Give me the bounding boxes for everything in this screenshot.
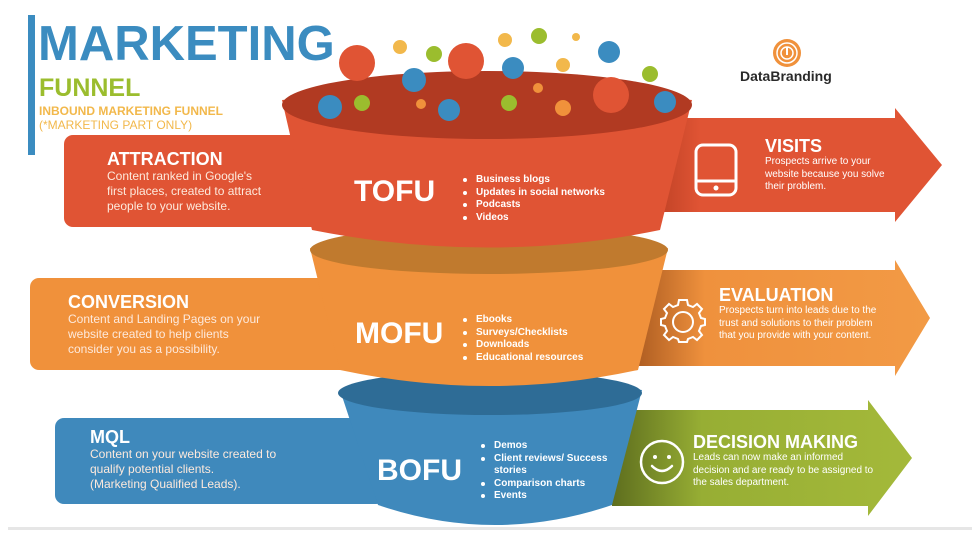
label-line: (Marketing Qualified Leads). — [90, 477, 241, 491]
page-subtitle: FUNNEL — [39, 74, 141, 102]
bofu-list: Demos Client reviews/ Success stories Co… — [478, 440, 609, 503]
logo-name: DataBranding — [740, 68, 832, 84]
label-mql: MQL Content on your website created to q… — [90, 427, 380, 492]
label-line: Content and Landing Pages on your — [68, 312, 261, 326]
list-item: Ebooks — [463, 314, 626, 327]
label-line: first places, created to attract — [107, 184, 262, 198]
page-title: MARKETING — [38, 17, 335, 71]
balls-above-funnel — [339, 28, 658, 92]
gear-icon — [660, 299, 706, 343]
list-item: Downloads — [463, 339, 626, 352]
label-conversion: CONVERSION Content and Landing Pages on … — [68, 292, 358, 357]
arrow-visits-text: VISITS Prospects arrive to your website … — [765, 136, 930, 194]
bottom-divider — [8, 527, 972, 530]
tablet-icon — [694, 143, 738, 197]
mofu-list: Ebooks Surveys/Checklists Downloads Educ… — [460, 314, 626, 364]
arrow-title: DECISION MAKING — [693, 432, 859, 452]
arrow-line: their problem. — [765, 181, 827, 192]
tagline: INBOUND MARKETING FUNNEL — [39, 104, 223, 118]
arrow-title: EVALUATION — [719, 285, 834, 305]
databranding-logo-icon — [773, 39, 801, 67]
box-conversion — [30, 278, 360, 370]
arrow-line: Prospects arrive to your — [765, 156, 871, 167]
smiley-icon — [639, 439, 685, 485]
label-line: qualify potential clients. — [90, 462, 215, 476]
arrow-line: trust and solutions to their problem — [719, 317, 873, 329]
list-item: Client reviews/ Success stories — [481, 452, 608, 476]
label-line: Content on your website created to — [90, 447, 277, 461]
arrow-line: Leads can now make an informed — [693, 452, 844, 463]
list-item: Demos — [481, 440, 609, 453]
list-item: Surveys/Checklists — [463, 327, 626, 340]
list-item: Updates in social networks — [463, 186, 605, 198]
list-item: Events — [481, 490, 609, 503]
arrow-evaluation-text: EVALUATION Prospects turn into leads due… — [719, 285, 919, 343]
balls-in-funnel — [318, 77, 676, 121]
list-item: Comparison charts — [481, 478, 609, 491]
title-accent-bar — [28, 15, 35, 155]
label-line: website created to help clients — [68, 327, 229, 341]
label-line: people to your website. — [107, 199, 231, 213]
label-attraction: ATTRACTION Content ranked in Google's fi… — [107, 149, 387, 214]
stage-mofu: MOFU — [355, 317, 444, 350]
box-mql — [55, 418, 385, 504]
list-item: Podcasts — [463, 199, 606, 212]
label-line: Content ranked in Google's — [107, 169, 253, 183]
arrow-line: the sales department. — [693, 477, 790, 488]
label-title: ATTRACTION — [107, 149, 223, 169]
arrow-line: that you provide with your content. — [719, 330, 872, 341]
arrow-evaluation — [630, 260, 930, 376]
arrow-decision-text: DECISION MAKING Leads can now make an in… — [693, 432, 903, 490]
stage-tofu: TOFU — [354, 175, 436, 208]
tagline-note: (*MARKETING PART ONLY) — [39, 118, 193, 132]
list-item: Videos — [463, 212, 606, 225]
arrow-line: decision and are ready to be assigned to — [693, 464, 874, 476]
list-item: Business blogs — [463, 174, 606, 187]
stage-bofu: BOFU — [377, 454, 462, 487]
arrow-title: VISITS — [765, 136, 823, 156]
arrow-decision — [612, 400, 912, 516]
label-title: CONVERSION — [68, 292, 190, 312]
label-line: consider you as a possibility. — [68, 342, 220, 356]
arrow-line: website because you solve — [765, 168, 885, 180]
label-title: MQL — [90, 427, 130, 447]
arrow-line: Prospects turn into leads due to the — [719, 305, 877, 316]
list-item: Educational resources — [463, 352, 626, 365]
tofu-list: Business blogs Updates in social network… — [460, 174, 606, 224]
